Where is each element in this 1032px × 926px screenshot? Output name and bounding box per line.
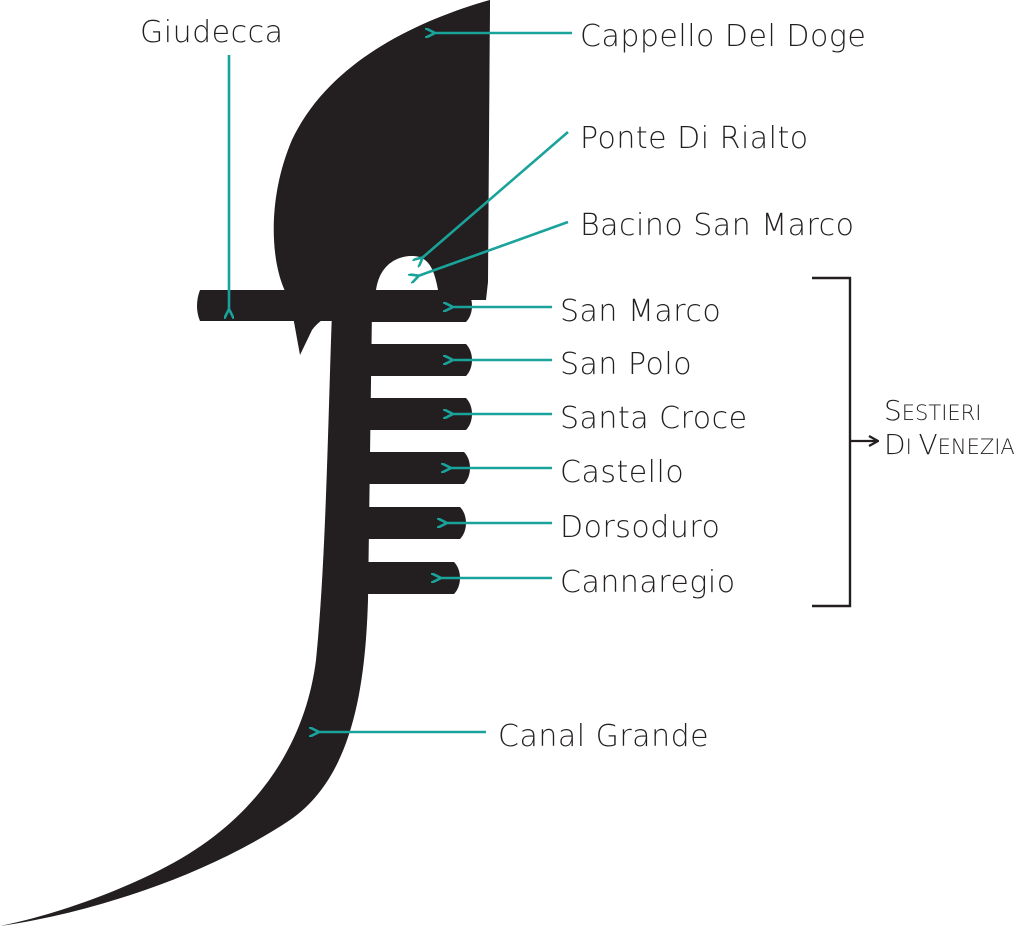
arrow-bacino (418, 220, 569, 276)
tooth-castello (360, 452, 470, 484)
label-rialto: Ponte Di Rialto (580, 121, 809, 156)
arrow-rialto (422, 131, 569, 258)
label-cannaregio: Cannaregio (560, 565, 736, 600)
label-cappello: Cappello Del Doge (580, 19, 866, 54)
label-bacino: Bacino San Marco (580, 208, 855, 243)
label-san-polo: San Polo (560, 347, 692, 382)
sestieri-group-line1: SESTIERI (884, 394, 981, 427)
tooth-san-polo (360, 344, 472, 376)
tooth-san-marco (360, 290, 472, 322)
giudecca-bar (197, 290, 340, 321)
tooth-cannaregio (360, 562, 460, 594)
sestieri-bracket (812, 276, 852, 608)
sestieri-teeth (360, 290, 472, 594)
label-san-marco: San Marco (560, 294, 721, 329)
label-canal-grande: Canal Grande (498, 719, 709, 754)
label-dorsoduro: Dorsoduro (560, 510, 720, 545)
arrows (229, 33, 572, 732)
tooth-santa-croce (360, 398, 472, 430)
label-santa-croce: Santa Croce (560, 401, 748, 436)
cappello-shape (275, 0, 490, 300)
tooth-dorsoduro (360, 507, 466, 539)
label-castello: Castello (560, 455, 684, 490)
label-giudecca: Giudecca (140, 15, 283, 50)
sestieri-group-line2: DI VENEZIA (884, 428, 1015, 461)
